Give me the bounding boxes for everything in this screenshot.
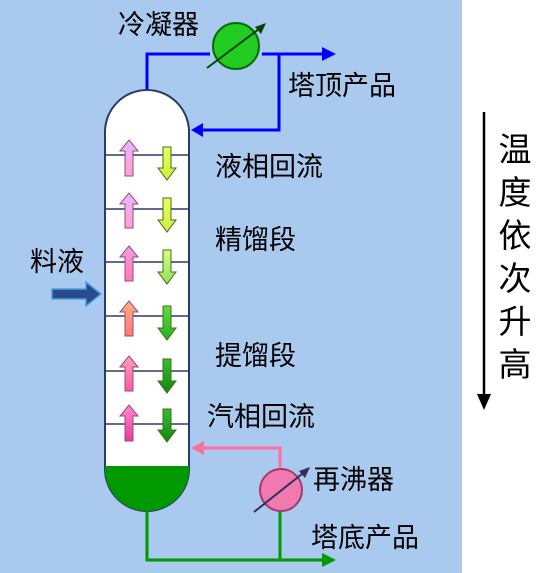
liquid-down-arrow xyxy=(157,146,177,181)
vapor-up-arrows xyxy=(118,139,140,442)
temperature-panel xyxy=(462,0,559,573)
vapor-up-arrow xyxy=(118,404,140,442)
liquid-reflux-label: 液相回流 xyxy=(215,152,323,183)
liquid-down-arrow xyxy=(157,197,177,233)
vapor-up-arrow xyxy=(118,355,140,392)
vapor-up-arrow xyxy=(118,192,140,229)
bottom-product-label: 塔底产品 xyxy=(311,523,419,554)
top-product-arrowhead xyxy=(322,47,336,61)
liquid-down-arrows xyxy=(157,146,177,443)
liquid-down-arrow xyxy=(157,305,177,341)
condenser-icon xyxy=(206,22,266,70)
bottom-piping xyxy=(145,510,326,562)
liquid-down-arrow xyxy=(157,408,177,443)
bottom-product-arrowhead xyxy=(322,553,336,567)
top-piping xyxy=(145,52,325,132)
reboiler-label: 再沸器 xyxy=(313,465,394,496)
temperature-down-arrow xyxy=(477,112,491,410)
reboiler-icon xyxy=(253,467,310,513)
vapor-reflux-label: 汽相回流 xyxy=(207,402,315,433)
feed-arrow xyxy=(51,280,103,308)
vapor-up-arrow xyxy=(118,139,140,177)
reflux-return-arrowhead xyxy=(191,123,203,137)
vapor-up-arrow xyxy=(118,300,140,337)
vapor-return-line xyxy=(203,446,282,470)
vapor-up-arrow xyxy=(118,245,140,282)
rectifying-section-label: 精馏段 xyxy=(215,225,296,256)
top-product-label: 塔顶产品 xyxy=(288,71,396,102)
temperature-note: 温度依次升高 xyxy=(498,130,532,384)
liquid-down-arrow xyxy=(157,358,177,394)
distillation-column xyxy=(104,89,190,512)
stripping-section-label: 提馏段 xyxy=(215,341,296,372)
vapor-return-arrowhead xyxy=(191,441,204,455)
liquid-down-arrow xyxy=(157,249,177,285)
bottom-liquid xyxy=(105,466,189,511)
feed-label: 料液 xyxy=(30,247,84,278)
condenser-label: 冷凝器 xyxy=(118,10,199,41)
